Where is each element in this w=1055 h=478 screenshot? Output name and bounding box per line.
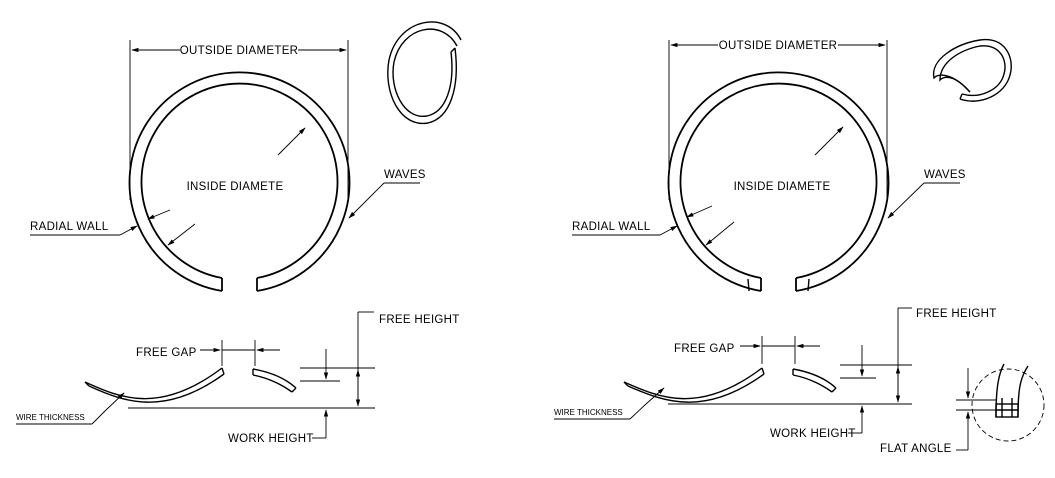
right-isometric-sketch	[933, 38, 1012, 102]
right-free-gap-dimension: FREE GAP	[674, 336, 820, 364]
left-radial-wall-label: RADIAL WALL	[30, 221, 109, 233]
right-work-height-label: WORK HEIGHT	[770, 428, 856, 440]
flat-angle-label: FLAT ANGLE	[880, 443, 952, 455]
left-ring-top-view	[128, 71, 351, 292]
left-inside-diameter-label: INSIDE DIAMETE	[187, 181, 284, 193]
right-radial-wall-callout: RADIAL WALL	[572, 205, 735, 246]
left-wire-thickness-label: WIRE THICKNESS	[16, 413, 85, 422]
right-radial-wall-label: RADIAL WALL	[572, 221, 651, 233]
left-free-gap-label: FREE GAP	[136, 347, 197, 359]
left-waves-callout: WAVES	[348, 169, 426, 219]
right-waves-callout: WAVES	[887, 169, 966, 219]
left-drawing: OUTSIDE DIAMETER INSIDE DIAMETE RADIAL W…	[16, 21, 462, 445]
right-flat-angle-detail: FLAT ANGLE	[880, 363, 1045, 455]
left-free-gap-dimension: FREE GAP	[136, 340, 280, 366]
right-wire-thickness-callout: WIRE THICKNESS	[554, 387, 665, 420]
left-radial-wall-callout: RADIAL WALL	[30, 209, 196, 246]
right-inside-diameter-label: INSIDE DIAMETE	[734, 181, 831, 193]
right-height-dimensions: FREE HEIGHT WORK HEIGHT	[668, 307, 997, 440]
left-side-view	[84, 367, 297, 403]
right-free-gap-label: FREE GAP	[674, 343, 735, 355]
left-outside-diameter-label: OUTSIDE DIAMETER	[180, 45, 299, 57]
left-work-height-label: WORK HEIGHT	[228, 433, 314, 445]
right-wire-thickness-label: WIRE THICKNESS	[554, 408, 623, 417]
left-free-height-label: FREE HEIGHT	[379, 314, 460, 326]
right-side-view	[623, 367, 837, 403]
left-waves-label: WAVES	[384, 169, 426, 181]
right-waves-label: WAVES	[924, 169, 966, 181]
right-free-height-label: FREE HEIGHT	[916, 308, 997, 320]
right-ring-top-view	[667, 71, 890, 292]
left-height-dimensions: FREE HEIGHT WORK HEIGHT	[128, 311, 460, 445]
right-outside-diameter-label: OUTSIDE DIAMETER	[719, 40, 838, 52]
left-isometric-sketch	[387, 21, 462, 125]
left-wire-thickness-callout: WIRE THICKNESS	[16, 392, 125, 425]
right-drawing: OUTSIDE DIAMETER INSIDE DIAMETE RADIAL W…	[554, 38, 1045, 455]
